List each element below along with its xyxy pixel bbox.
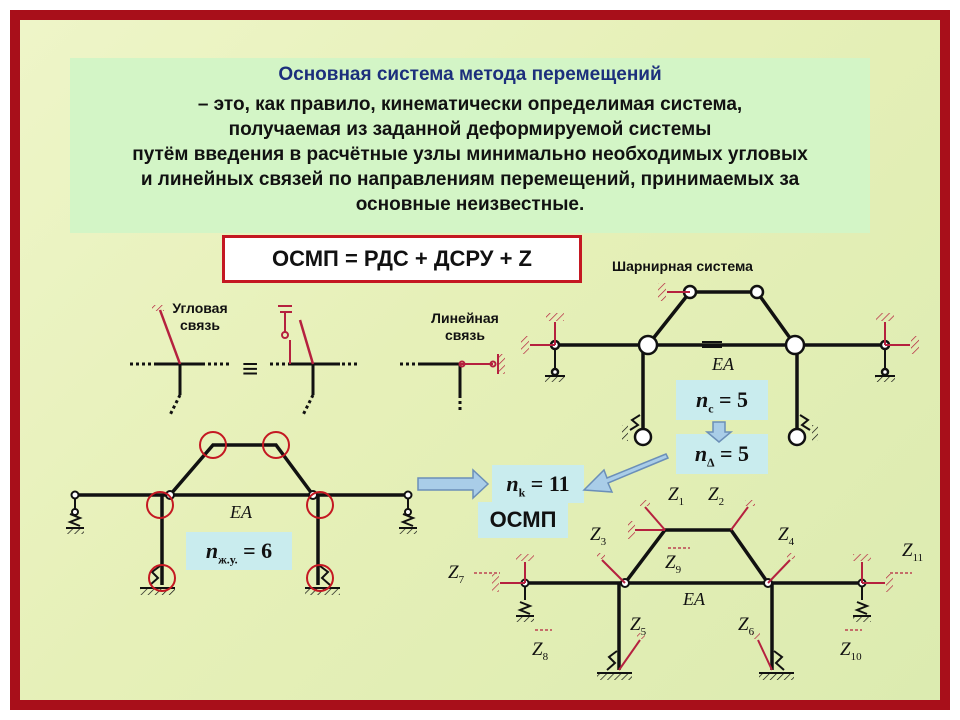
rigid-joint-markers	[146, 431, 334, 592]
hinge-system-supports	[545, 375, 895, 441]
definition-box: Основная система метода перемещений – эт…	[70, 58, 870, 233]
definition-line: – это, как правило, кинематически опреде…	[197, 94, 743, 115]
hinge-system-constraints	[521, 283, 919, 354]
nk-count-box: nk = 11	[492, 465, 584, 503]
z7-label: Z7	[448, 562, 465, 586]
definition-title: Основная система метода перемещений	[278, 64, 662, 85]
definition-line: получаемая из заданной деформируемой сис…	[228, 119, 712, 140]
given-frame-diagram	[74, 443, 409, 585]
angular-constraint-icon	[130, 305, 230, 416]
linear-constraint-icon	[400, 354, 505, 412]
hinge-system-diagram	[554, 290, 886, 436]
basic-system-diagram	[524, 528, 863, 670]
z5-label: Z5	[630, 614, 647, 638]
definition-line: основные неизвестные.	[355, 194, 585, 215]
z8-label: Z8	[532, 639, 549, 663]
equivalence-sign: ≡	[242, 353, 258, 384]
arrow-down-icon	[704, 421, 734, 443]
basic-system-ea-label: EA	[682, 589, 706, 609]
definition-line: путём введения в расчётные узлы минималь…	[132, 144, 808, 165]
z2-label: Z2	[708, 484, 724, 508]
z9-label: Z9	[665, 552, 682, 576]
nzhu-count-box: nж.у. = 6	[186, 532, 292, 570]
arrow-right-icon	[417, 468, 490, 500]
angular-constraint-rod-icon	[270, 305, 360, 416]
z11-label: Z11	[902, 540, 923, 564]
z3-label: Z3	[590, 524, 607, 548]
z10-label: Z10	[840, 639, 862, 663]
nc-count-box: nc = 5	[676, 380, 768, 420]
unknown-labels: Z1 Z2 Z3 Z4 Z5 Z6 Z7 Z8 Z9 Z10 Z11	[448, 484, 923, 663]
z6-label: Z6	[738, 614, 755, 638]
arrow-left-icon	[582, 453, 670, 493]
z4-label: Z4	[778, 524, 795, 548]
z1-label: Z1	[668, 484, 684, 508]
formula-box: ОСМП = РДС + ДСРУ + Z	[222, 235, 582, 283]
hinge-system-ea-label: EA	[711, 354, 735, 374]
definition-text: – это, как правило, кинематически опреде…	[70, 92, 870, 217]
given-frame-joints	[70, 490, 413, 516]
basic-system-constraints	[474, 500, 912, 671]
given-frame-supports	[66, 513, 417, 595]
ndelta-count-box: n∆ = 5	[676, 434, 768, 474]
definition-line: и линейных связей по направлениям переме…	[140, 169, 800, 190]
basic-system-supports	[516, 601, 871, 680]
given-frame-ea-label: EA	[229, 502, 253, 522]
hinge-system-label: Шарнирная система	[612, 258, 753, 274]
osmp-label-box: ОСМП	[478, 502, 568, 538]
